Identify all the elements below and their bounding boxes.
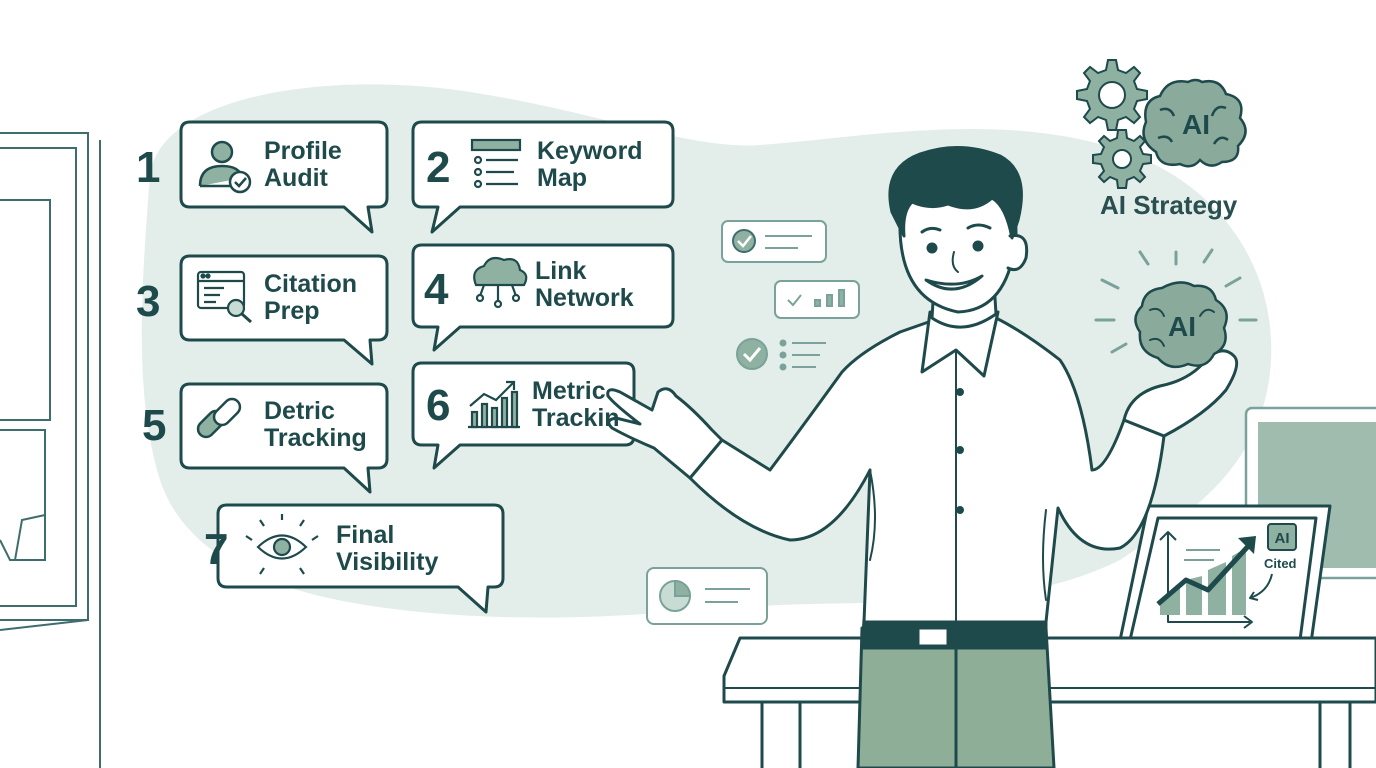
brain-badge-text: AI (1182, 109, 1210, 140)
person (606, 146, 1239, 768)
user-check-icon (198, 140, 252, 194)
step-label-5-line2: Tracking (264, 424, 367, 452)
step-label-6-line2: Trackin (532, 404, 620, 432)
browser-search-icon (196, 270, 252, 324)
step-label-6: Metric Trackin (532, 378, 620, 432)
step-label-4-line1: Link (535, 257, 587, 285)
step-label-2: Keyword Map (537, 138, 643, 192)
status-card-bars (774, 280, 860, 319)
step-number-2: 2 (426, 143, 451, 192)
step-label-1-line2: Audit (264, 164, 328, 192)
step-number-3: 3 (136, 277, 161, 326)
gear-icon-large (1076, 59, 1148, 131)
step-label-1-line1: Profile (264, 137, 342, 165)
laptop: AI (1058, 504, 1332, 682)
step-card-6 (411, 361, 636, 470)
list-icon (470, 138, 522, 189)
chain-link-icon (196, 397, 242, 439)
bar-chart-trend-icon (468, 380, 520, 429)
laptop-cited-label: Cited (1264, 556, 1297, 571)
step-number-7: 7 (204, 525, 229, 574)
step-number-1: 1 (136, 143, 161, 192)
status-list-check (736, 338, 826, 371)
step-label-3: Citation Prep (264, 271, 357, 325)
step-label-3-line1: Citation (264, 270, 358, 298)
step-label-2-line2: Map (537, 164, 587, 192)
step-number-4: 4 (424, 265, 449, 314)
left-hand (606, 387, 724, 480)
brain-icon-strategy: AI (1142, 78, 1247, 168)
hair (888, 146, 1023, 240)
hand-brain-badge-text: AI (1168, 311, 1196, 342)
step-label-5-line1: Detric (264, 397, 335, 425)
step-label-6-line1: Metric (532, 377, 606, 405)
step-label-3-line2: Prep (264, 297, 320, 325)
status-card-pie (646, 567, 768, 625)
laptop-badge-text: AI (1275, 530, 1290, 547)
step-number-5: 5 (142, 401, 167, 450)
step-label-2-line1: Keyword (537, 137, 643, 165)
cloud-network-icon (473, 256, 528, 309)
step-label-1: Profile Audit (264, 138, 342, 192)
step-label-5: Detric Tracking (264, 398, 367, 452)
step-card-7 (216, 503, 505, 614)
belt (860, 618, 1048, 650)
step-label-4-line2: Network (535, 284, 634, 312)
step-label-7-line2: Visibility (336, 548, 439, 576)
step-label-7-line1: Final (336, 521, 395, 549)
step-label-7: Final Visibility (336, 522, 438, 576)
gear-icon-small (1092, 129, 1152, 189)
step-label-4: Link Network (535, 258, 634, 312)
status-card-check (721, 220, 827, 263)
right-hand (1122, 349, 1239, 438)
room-door (0, 132, 101, 768)
shirt (688, 316, 1166, 624)
eye-icon (245, 514, 319, 575)
brain-icon-hand: AI (1094, 248, 1258, 369)
step-number-6: 6 (426, 381, 451, 430)
ai-strategy-label: AI Strategy (1100, 190, 1238, 220)
